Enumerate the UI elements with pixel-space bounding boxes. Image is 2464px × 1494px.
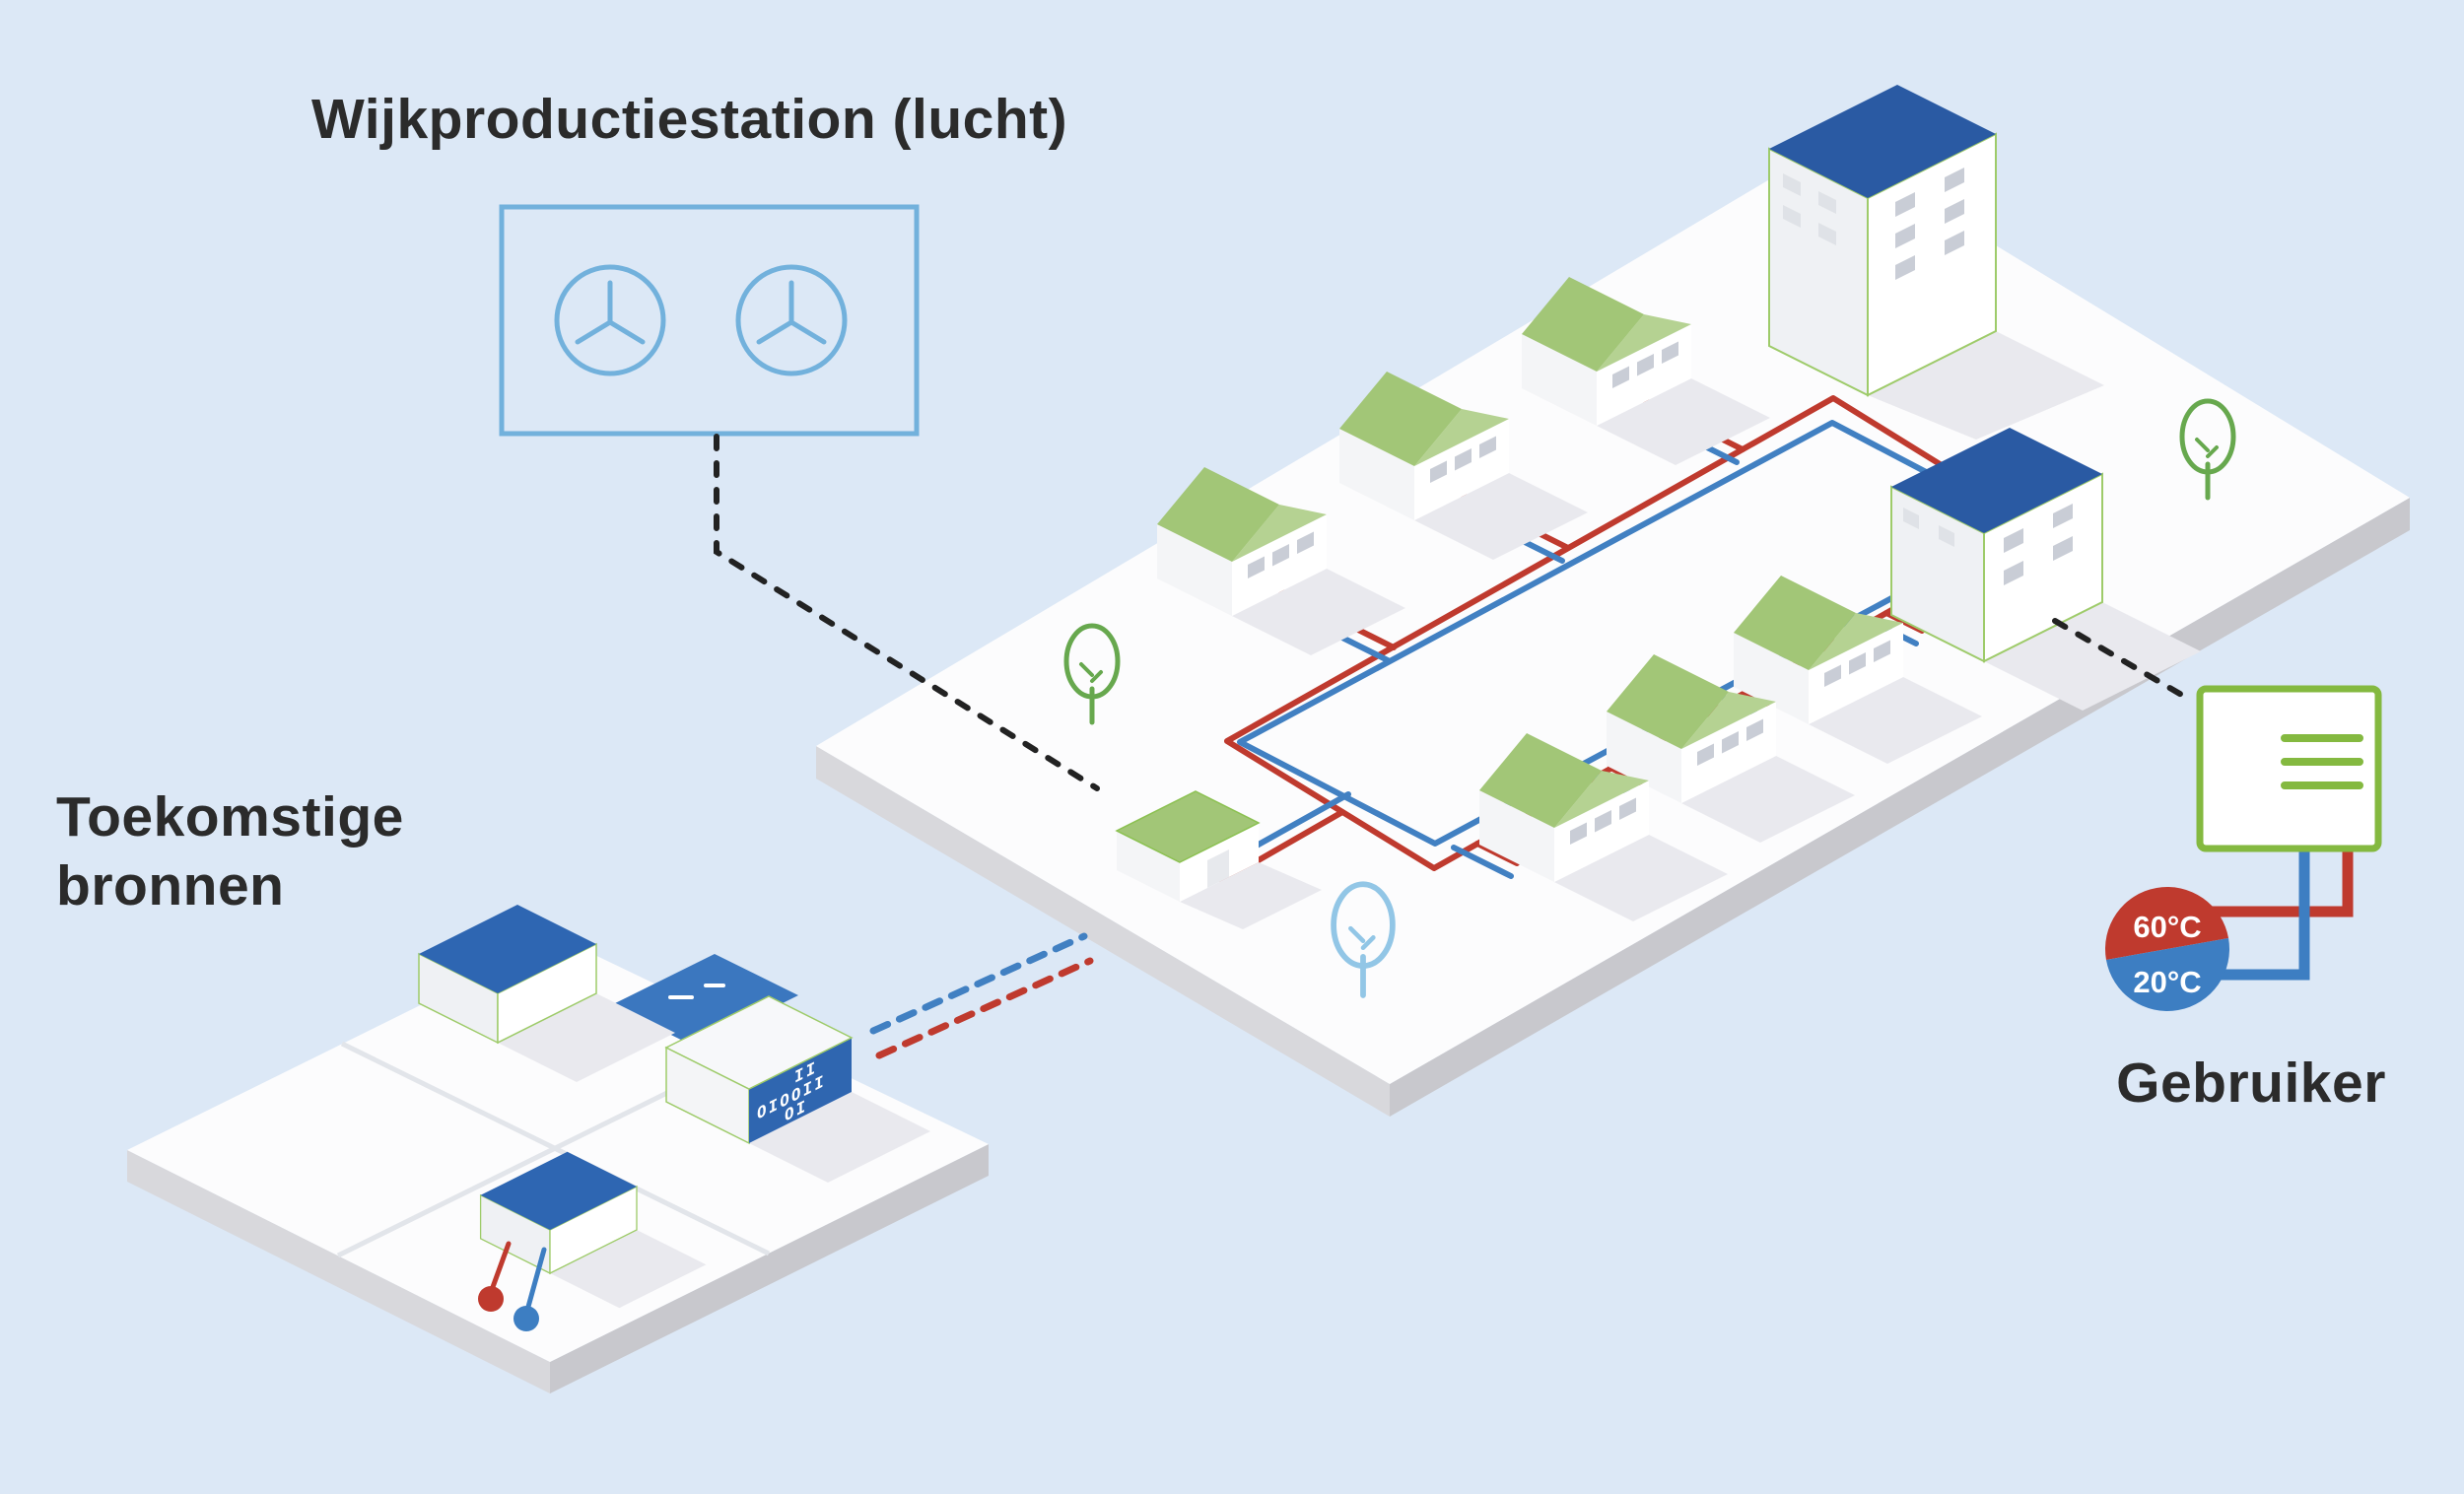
gauge-hot-half <box>2105 887 2229 960</box>
hiu-pipe-red <box>2187 843 2354 917</box>
datacenter-shadow <box>749 1092 930 1183</box>
user-label: Gebruiker <box>2116 1052 2386 1115</box>
platform-side-left <box>127 1150 550 1393</box>
probe-red <box>478 1286 504 1312</box>
datacenter-wall-front <box>749 1038 852 1143</box>
swimming-pool <box>611 954 798 1047</box>
data-center-building: II OIOOII OI <box>664 995 930 1183</box>
heat-interface-unit <box>2196 685 2382 852</box>
future-sources-label-line1: Toekomstige <box>56 785 404 849</box>
supply-temperature: 60°C <box>2133 910 2201 944</box>
future-sources-label-line2: bronnen <box>56 854 284 917</box>
probe-blue <box>513 1306 539 1331</box>
dashed-connector-production <box>714 434 1100 791</box>
production-station-box <box>499 204 920 437</box>
probe-stem-blue <box>525 1247 547 1310</box>
gauge-cold-half <box>2105 938 2229 1011</box>
dashed-connector-user <box>2052 618 2193 703</box>
platform-side-left <box>816 746 1390 1117</box>
pool-water <box>611 954 798 1047</box>
production-station-label: Wijkproductiestation (lucht) <box>311 88 1067 151</box>
future-sources-platform: II OIOOII OI <box>127 904 989 1393</box>
pool-waves <box>668 984 725 999</box>
radiator-lines-icon <box>2281 734 2363 789</box>
production-station-schematic: Wijkproductiestation (lucht) <box>311 88 1100 791</box>
ground-probes <box>478 1241 547 1331</box>
hiu-pipe-blue <box>2197 843 2310 981</box>
dashed-link-red <box>875 957 1094 1059</box>
datacenter-roof <box>664 995 854 1090</box>
probe-stem-red <box>490 1241 512 1290</box>
pipe-stub-blue <box>1451 845 1514 879</box>
user-heat-interface: 60°C 20°C Gebruiker <box>2052 618 2386 1115</box>
district-platform <box>816 84 2410 1117</box>
dashed-link-blue <box>869 932 1088 1035</box>
platform-side-right <box>550 1144 989 1393</box>
return-temperature: 20°C <box>2133 965 2201 999</box>
temperature-gauge: 60°C 20°C <box>2105 887 2229 1011</box>
future-sources-labels: Toekomstige bronnen <box>56 785 1094 1059</box>
